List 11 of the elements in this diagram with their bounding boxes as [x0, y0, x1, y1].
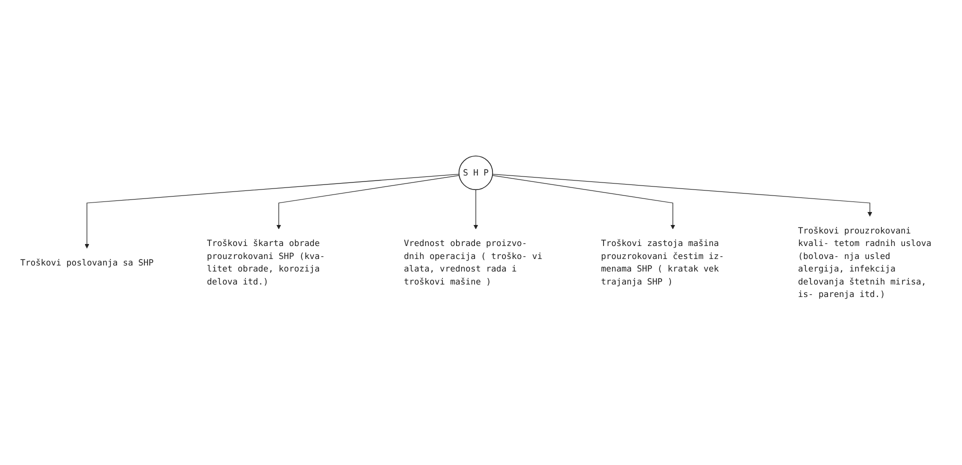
arrow	[492, 174, 872, 217]
node-text: Troškovi škarta obrade prouzrokovani SHP (kva- litet obrade, korozija delova itd.)	[206, 238, 325, 287]
node-text: Vrednost obrade proizvo- dnih operacija ( troško- vi alata, vrednost rada i troškovi mašine )	[404, 238, 542, 287]
arrow	[84, 174, 460, 248]
node-text: Troškovi poslovanja sa SHP	[20, 257, 154, 268]
node-text: Troškovi zastoja mašina prouzrokovani čestim iz- menama SHP ( kratak vek trajanja SHP )	[600, 238, 724, 287]
arrow	[276, 175, 460, 230]
arrow	[492, 175, 676, 230]
arrow	[473, 189, 478, 230]
node-circle: S H P	[458, 156, 494, 190]
node-text: Troškovi prouzrokovani kvali- tetom radnih uslova (bolova- nja usled alergija, infekcija delovanja štetnih mirisa, is- parenja itd.)	[798, 225, 932, 300]
